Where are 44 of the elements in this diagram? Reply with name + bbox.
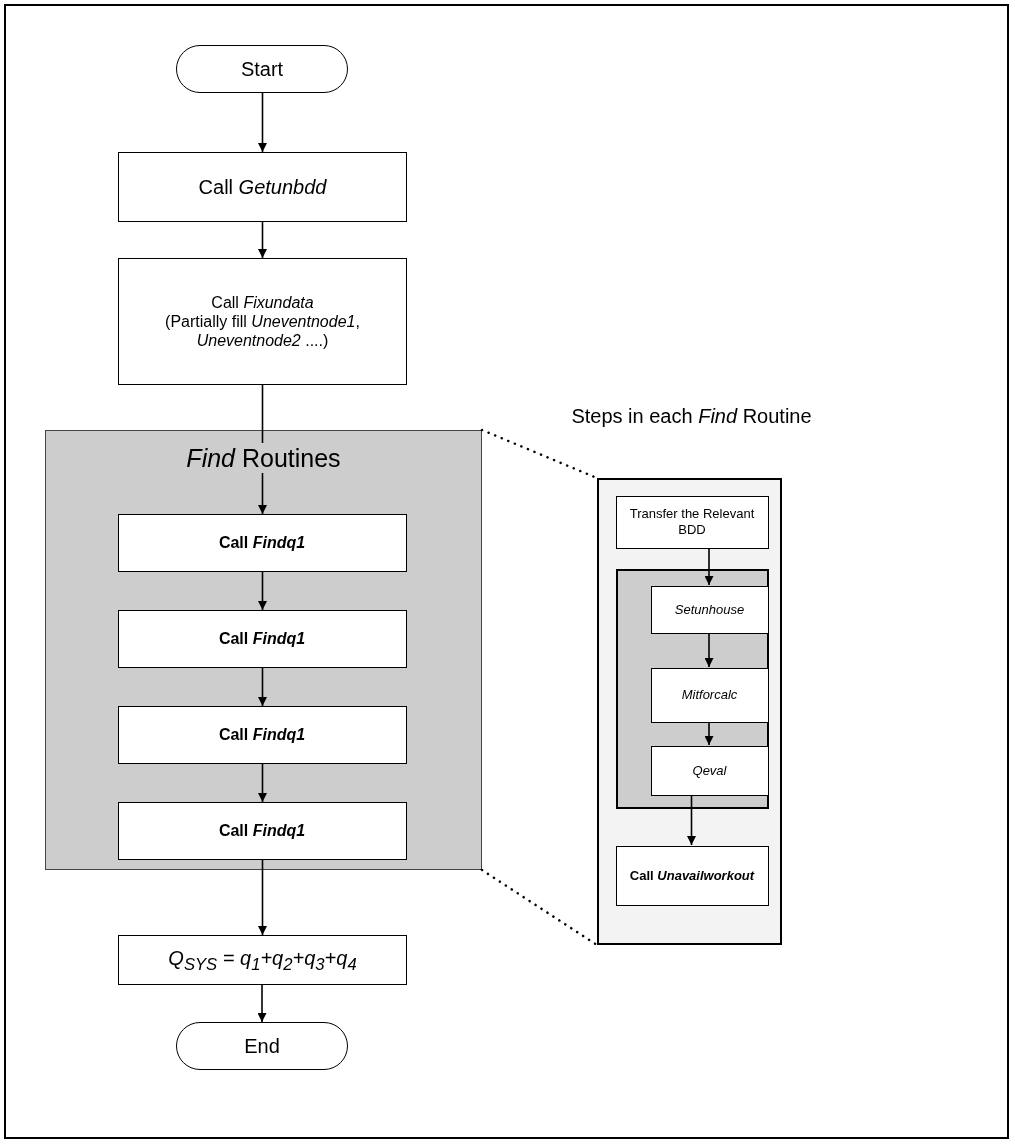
node-label: Start [240, 57, 284, 81]
node-label: (Partially fill Uneventnode1, Uneventnode2 ....) [164, 311, 361, 351]
process-box [650, 667, 769, 723]
arrow [258, 859, 267, 936]
group-title: Steps in each Find Routine [570, 404, 813, 429]
arrow [258, 221, 267, 259]
dotted-line [480, 868, 599, 947]
group-panel [45, 430, 482, 870]
node-label: Call Unavailworkout [629, 867, 755, 884]
node-label: Call Findq1 [218, 628, 306, 649]
arrow [257, 984, 267, 1023]
node-label: Transfer the Relevant BDD [628, 506, 756, 538]
process-box [615, 845, 769, 906]
node-label: Q$_{SYS}$ = q$_{1}$+q$_{2}$+q$_{3}$+q$_{4}$ [168, 945, 357, 975]
node-label: Mitforcalc [681, 687, 738, 703]
arrow [258, 92, 267, 153]
node-label: Call Getunbdd [198, 175, 327, 199]
group-panel [615, 568, 769, 809]
node-label: End [244, 1034, 280, 1058]
process-box [117, 513, 407, 572]
process-box [118, 258, 407, 385]
arrow [704, 721, 714, 746]
arrow [704, 547, 714, 586]
arrow [258, 571, 267, 611]
terminal-shape [176, 45, 348, 93]
process-box [117, 609, 407, 668]
node-label: Call Findq1 [218, 724, 306, 745]
process-box [650, 585, 769, 634]
process-box [118, 152, 407, 222]
node-label: Setunhouse [674, 601, 745, 618]
terminal-shape [176, 1022, 348, 1070]
arrow [258, 667, 267, 707]
node-label: Call Findq1 [218, 532, 306, 553]
arrow [687, 794, 696, 846]
node-label: Qeval [692, 762, 727, 779]
arrow [704, 632, 714, 668]
process-box [117, 705, 407, 764]
process-box [650, 745, 769, 796]
process-box [118, 935, 407, 985]
process-box [615, 495, 769, 549]
node-label: Call Fixundata [211, 292, 314, 312]
node-label: Call Findq1 [218, 820, 306, 841]
arrow [258, 763, 267, 803]
process-box [117, 801, 407, 860]
